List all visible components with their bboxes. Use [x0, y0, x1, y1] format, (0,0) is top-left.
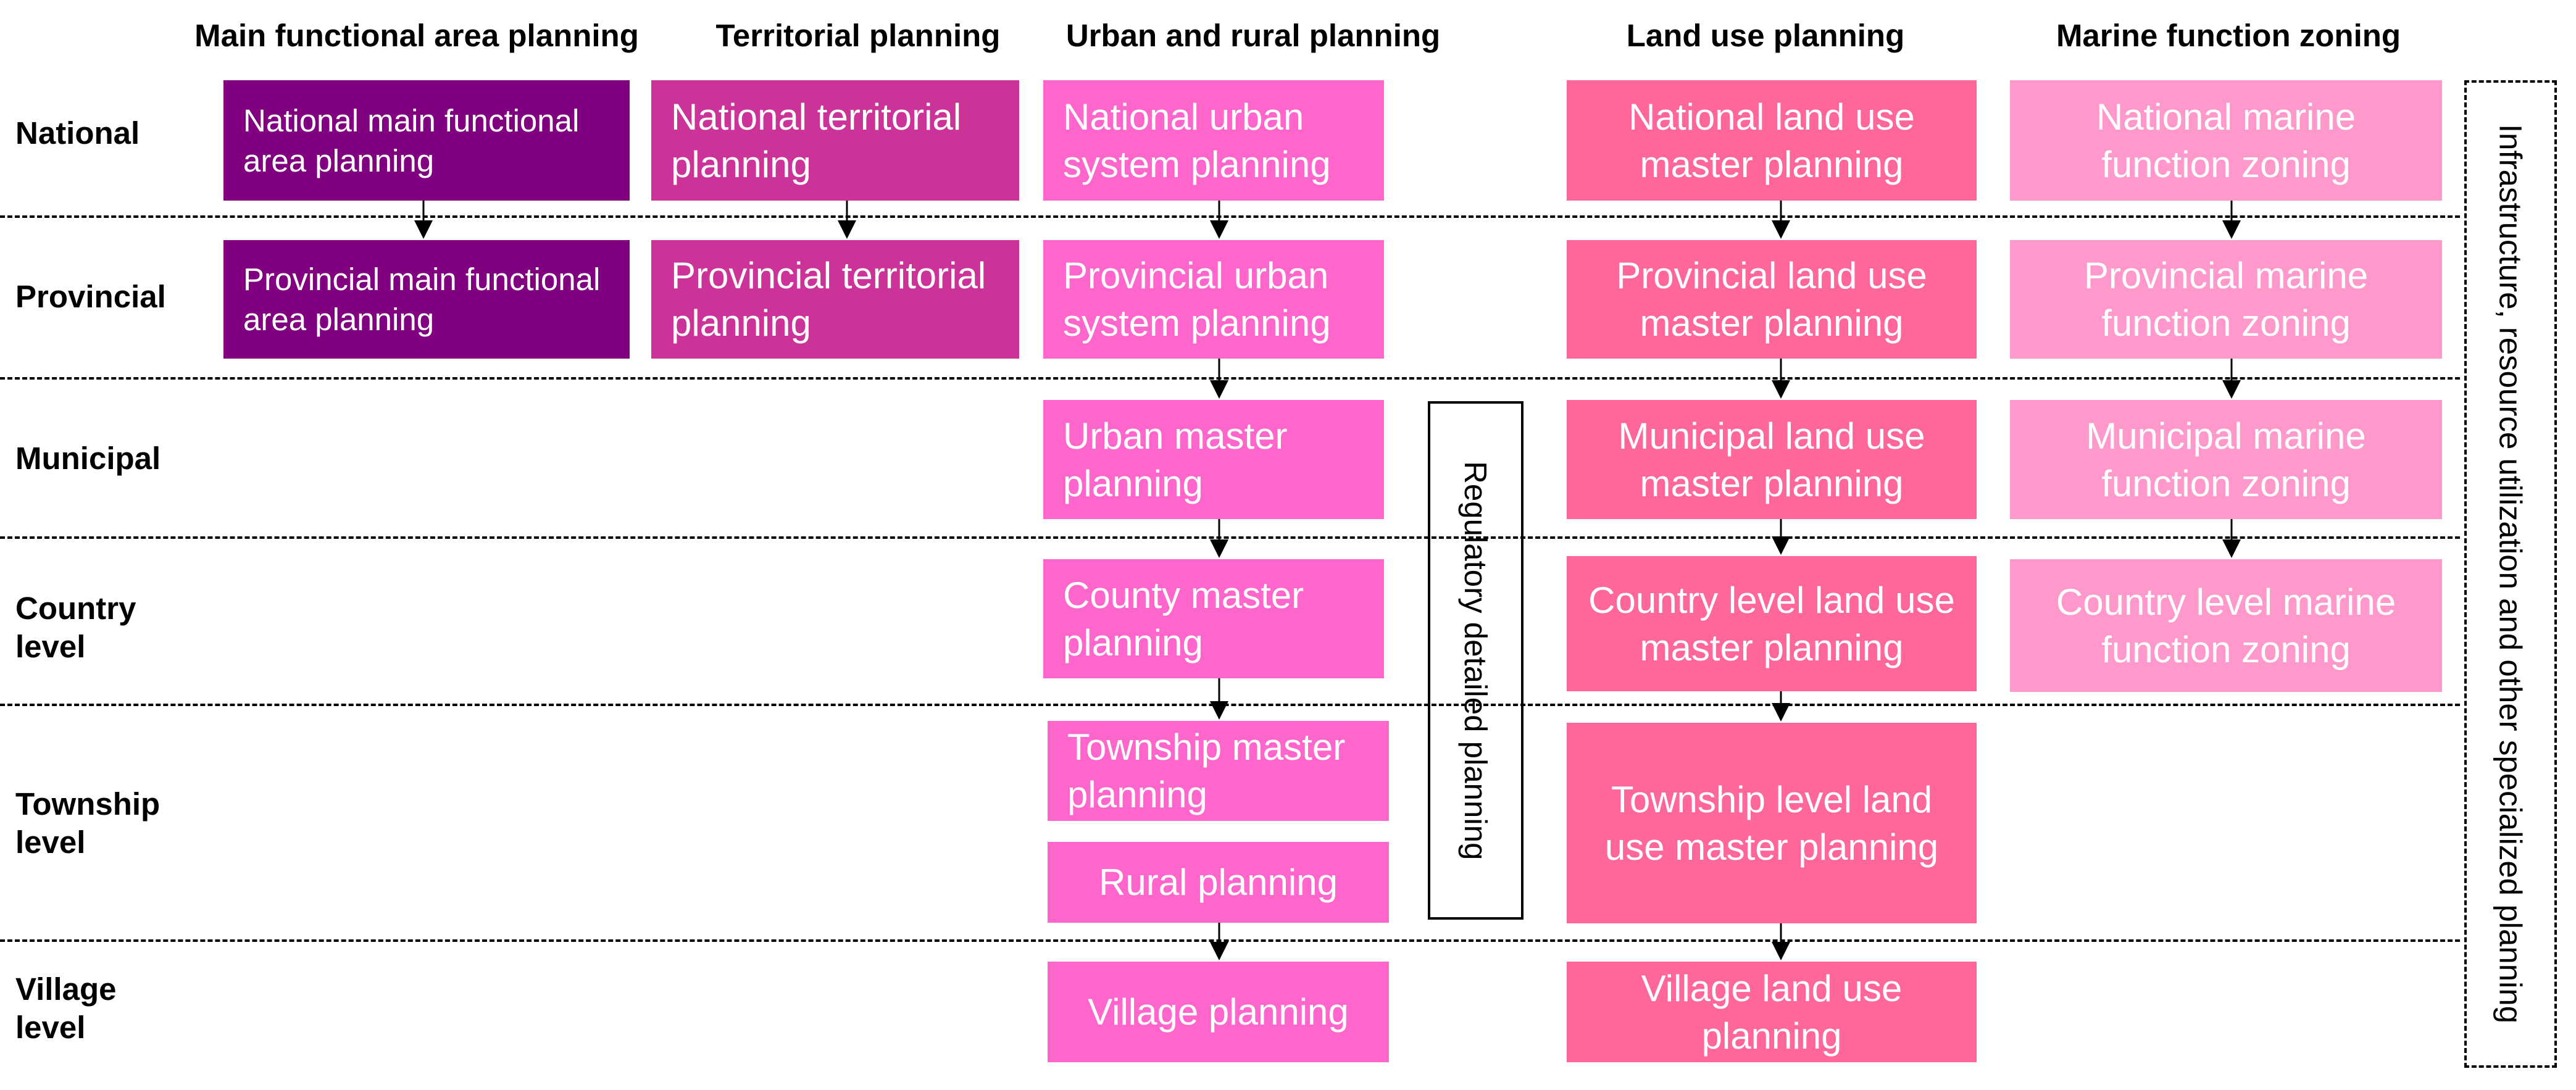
regulatory-detailed-planning-box: Regulatory detailed planning — [1428, 401, 1524, 920]
column-header-urban-rural: Urban and rural planning — [1065, 17, 1441, 53]
box-rural: Rural planning — [1048, 842, 1389, 923]
box-national-land-use: National land use master planning — [1567, 80, 1977, 201]
column-header-land-use: Land use planning — [1626, 17, 1905, 53]
column-header-territorial: Territorial planning — [715, 17, 1001, 53]
box-township-land-use: Township level land use master planning — [1567, 723, 1977, 923]
box-municipal-marine: Municipal marine function zoning — [2010, 400, 2442, 519]
row-label-country: Country level — [15, 591, 136, 664]
row-divider — [0, 377, 2460, 380]
box-village: Village planning — [1048, 962, 1389, 1062]
box-county-master: County master planning — [1043, 559, 1384, 678]
row-divider — [0, 536, 2460, 539]
column-header-marine: Marine function zoning — [2056, 17, 2401, 53]
row-label-municipal: Municipal — [15, 441, 161, 476]
box-provincial-main-functional: Provincial main functional area planning — [223, 240, 630, 359]
box-urban-master: Urban master planning — [1043, 400, 1384, 519]
row-label-village: Village level — [15, 971, 117, 1045]
row-divider — [0, 939, 2460, 942]
row-divider — [0, 215, 2460, 218]
box-national-marine: National marine function zoning — [2010, 80, 2442, 201]
box-municipal-land-use: Municipal land use master planning — [1567, 400, 1977, 519]
box-village-land-use: Village land use planning — [1567, 962, 1977, 1062]
column-header-main-functional: Main functional area planning — [194, 17, 639, 53]
box-provincial-territorial: Provincial territorial planning — [651, 240, 1019, 359]
box-country-land-use: Country level land use master planning — [1567, 556, 1977, 691]
box-country-marine: Country level marine function zoning — [2010, 559, 2442, 692]
row-divider — [0, 704, 2460, 706]
regulatory-detailed-planning-label: Regulatory detailed planning — [1458, 460, 1493, 860]
specialized-planning-box: Infrastructure, resource utilization and… — [2464, 80, 2557, 1068]
box-provincial-land-use: Provincial land use master planning — [1567, 240, 1977, 359]
box-national-territorial: National territorial planning — [651, 80, 1019, 201]
specialized-planning-label: Infrastructure, resource utilization and… — [2493, 124, 2528, 1024]
row-label-national: National — [15, 115, 140, 151]
box-national-main-functional: National main functional area planning — [223, 80, 630, 201]
box-provincial-urban-system: Provincial urban system planning — [1043, 240, 1384, 359]
box-provincial-marine: Provincial marine function zoning — [2010, 240, 2442, 359]
row-label-township: Township level — [15, 786, 160, 860]
box-national-urban-system: National urban system planning — [1043, 80, 1384, 201]
row-label-provincial: Provincial — [15, 279, 166, 314]
box-township-master: Township master planning — [1048, 721, 1389, 821]
